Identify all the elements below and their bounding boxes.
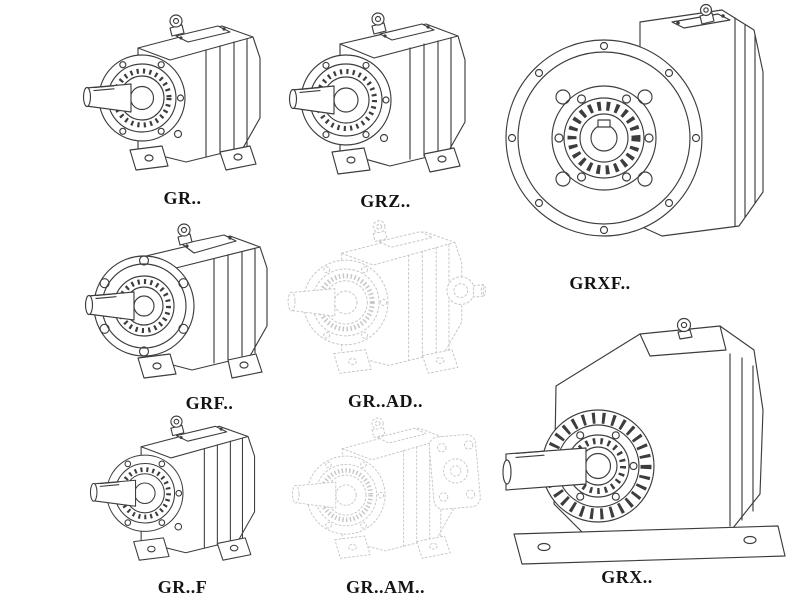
model-cell-grad: GR..AD..: [283, 208, 488, 412]
model-label-gr: GR..: [163, 188, 202, 208]
eyebolt: [699, 3, 715, 25]
mounting-flange: [93, 255, 195, 357]
eyebolt: [371, 417, 386, 438]
output-shaft: [82, 83, 132, 113]
mounting-feet: [133, 537, 252, 561]
model-cell-grf-foot: GR..F: [80, 404, 285, 598]
model-label-grxf: GRXF..: [569, 273, 631, 293]
eyebolt: [371, 12, 387, 35]
model-label-grf-foot: GR..F: [157, 577, 208, 597]
mounting-feet: [333, 349, 459, 374]
grz-gearbox-drawing: [288, 12, 466, 175]
eyebolt: [177, 223, 193, 246]
eyebolt: [676, 317, 693, 340]
model-cell-gram: GR..AM..: [283, 404, 488, 598]
mounting-feet: [137, 353, 263, 379]
model-cell-grx: GRX..: [492, 298, 792, 588]
grf-foot-gearbox-drawing: [89, 415, 256, 561]
grf-gearbox-drawing: [84, 223, 268, 379]
mounting-feet: [334, 535, 451, 559]
model-cell-grxf: GRXF..: [492, 0, 792, 294]
base-feet: [513, 525, 786, 565]
shaft-keyway: [597, 119, 611, 128]
grxf-gearbox-drawing: [505, 3, 764, 237]
eyebolt: [170, 415, 185, 437]
eyebolt: [372, 220, 388, 242]
model-cell-grf: GRF..: [80, 212, 295, 414]
model-label-gram: GR..AM..: [346, 577, 425, 597]
output-shaft: [502, 447, 587, 491]
output-shaft: [89, 479, 137, 507]
model-label-grf: GRF..: [185, 393, 234, 413]
model-label-grad: GR..AD..: [348, 391, 423, 411]
input-adapter: [446, 276, 487, 305]
output-shaft: [287, 288, 336, 317]
model-label-grx: GRX..: [601, 567, 653, 587]
output-shaft: [84, 291, 135, 321]
gr-gearbox-drawing: [82, 14, 261, 171]
motor-adapter-flange: [428, 434, 481, 510]
output-shaft: [288, 85, 335, 115]
grx-gearbox-drawing: [502, 317, 786, 565]
bearing-hub: [551, 85, 657, 191]
model-cell-gr: GR..: [80, 2, 285, 209]
output-shaft: [292, 481, 337, 509]
mounting-feet: [331, 147, 461, 175]
mounting-feet: [129, 145, 257, 171]
model-cell-grz: GRZ..: [288, 2, 483, 212]
eyebolt: [169, 14, 185, 37]
grad-gearbox-drawing: [287, 220, 487, 374]
model-label-grz: GRZ..: [360, 191, 411, 211]
gram-gearbox-drawing: [292, 417, 481, 559]
